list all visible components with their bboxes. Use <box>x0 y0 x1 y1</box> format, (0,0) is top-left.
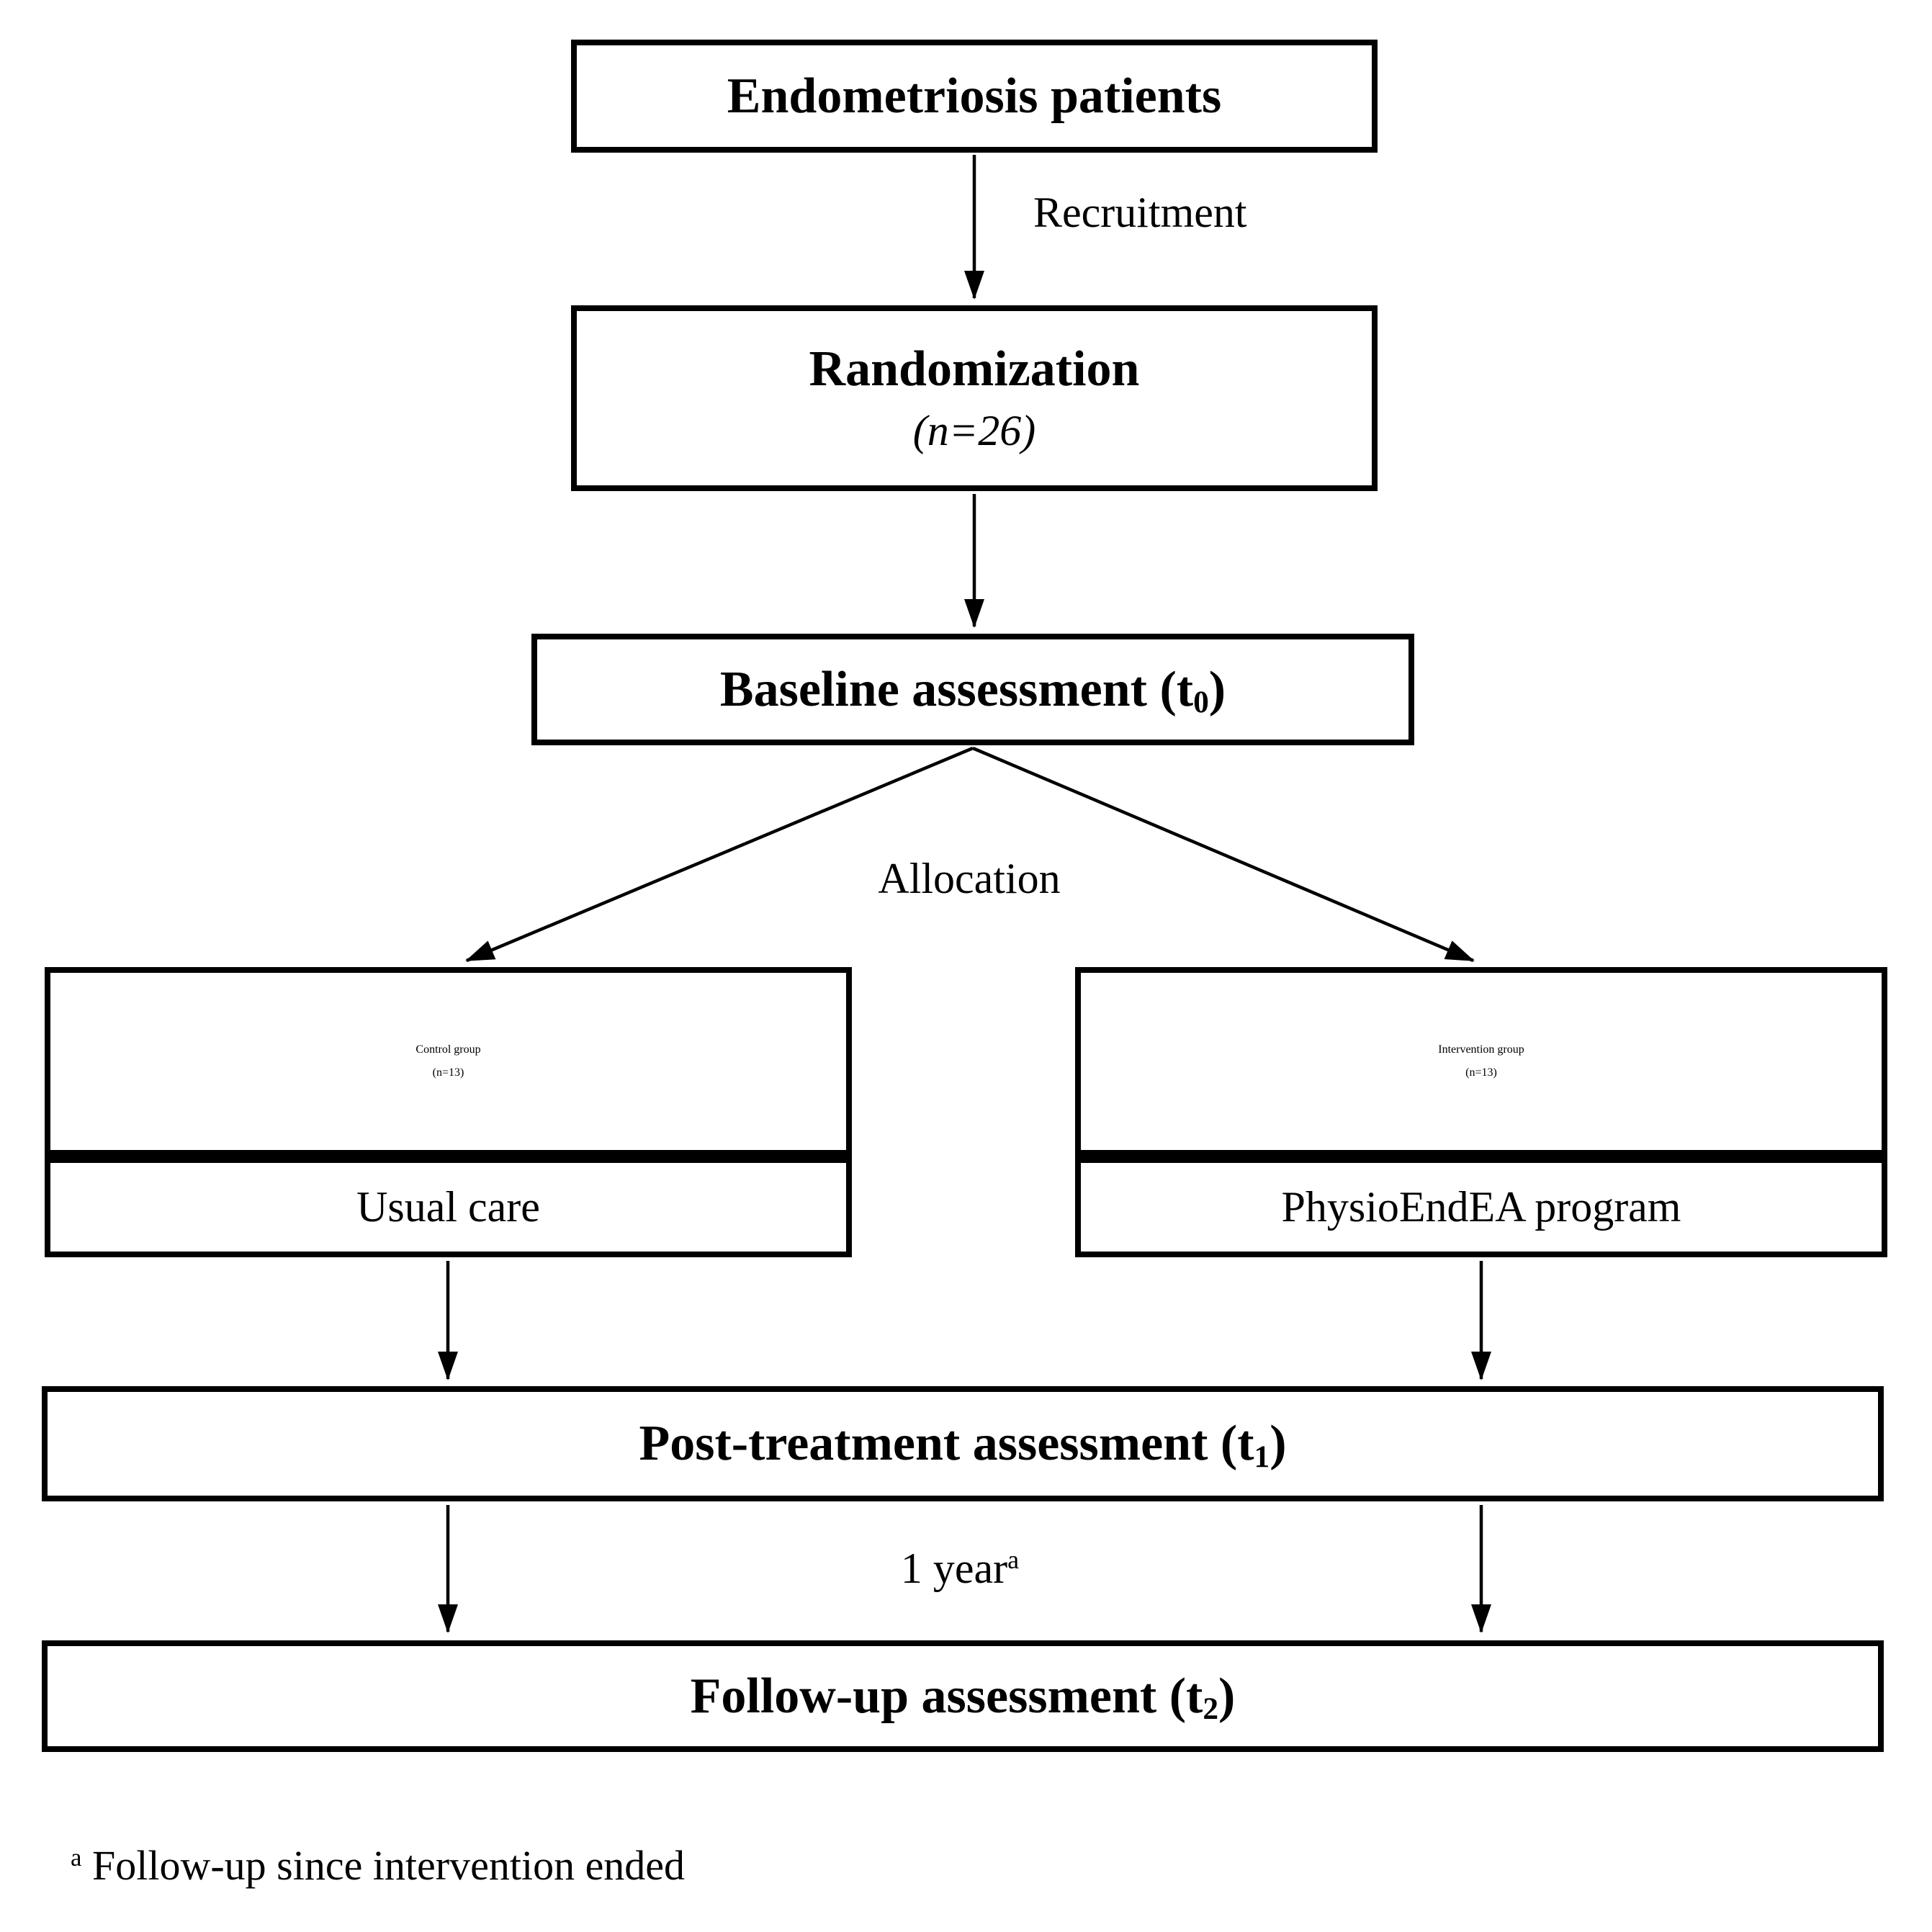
baseline-title-sub: 0 <box>1193 685 1209 720</box>
baseline-assessment-title: Baseline assessment (t0) <box>719 661 1226 720</box>
recruitment-label: Recruitment <box>1033 189 1247 236</box>
post-treatment-title-sub: 1 <box>1254 1439 1270 1474</box>
baseline-title-prefix: Baseline assessment (t <box>719 661 1194 717</box>
node-follow-up-assessment: Follow-up assessment (t2) <box>42 1640 1884 1752</box>
node-post-treatment-assessment: Post-treatment assessment (t1) <box>42 1386 1884 1501</box>
footnote: a Follow-up since intervention ended <box>71 1841 685 1891</box>
control-group-treatment: Usual care <box>356 1183 540 1231</box>
control-group-divider <box>50 1150 846 1163</box>
follow-up-title-prefix: Follow-up assessment (t <box>690 1668 1203 1724</box>
one-year-text: 1 year <box>900 1545 1008 1592</box>
footnote-text: Follow-up since intervention ended <box>81 1842 686 1889</box>
post-treatment-assessment-title: Post-treatment assessment (t1) <box>639 1416 1287 1472</box>
endometriosis-patients-title: Endometriosis patients <box>727 68 1222 124</box>
post-treatment-title-suffix: ) <box>1270 1416 1287 1472</box>
intervention-group-title: Intervention group <box>1438 1043 1524 1056</box>
follow-up-title-suffix: ) <box>1218 1668 1236 1724</box>
control-group-header: Control group (n=13) <box>50 973 846 1150</box>
node-randomization: Randomization (n=26) <box>571 305 1378 491</box>
follow-up-title-sub: 2 <box>1203 1691 1219 1727</box>
intervention-group-treatment-row: PhysioEndEA program <box>1081 1163 1882 1252</box>
allocation-label: Allocation <box>878 855 1061 902</box>
randomization-count: (n=26) <box>912 407 1036 455</box>
control-group-treatment-row: Usual care <box>50 1163 846 1252</box>
node-baseline-assessment: Baseline assessment (t0) <box>531 634 1414 745</box>
intervention-group-count: (n=13) <box>1465 1066 1497 1079</box>
intervention-group-divider <box>1081 1150 1882 1163</box>
baseline-title-suffix: ) <box>1208 661 1226 717</box>
one-year-label: 1 yeara <box>901 1545 1019 1592</box>
control-group-title: Control group <box>415 1043 481 1056</box>
one-year-superscript: a <box>1007 1545 1020 1575</box>
intervention-group-header: Intervention group (n=13) <box>1081 973 1882 1150</box>
randomization-title: Randomization <box>809 341 1140 397</box>
post-treatment-title-prefix: Post-treatment assessment (t <box>639 1416 1254 1472</box>
intervention-group-treatment: PhysioEndEA program <box>1281 1183 1681 1231</box>
node-control-group: Control group (n=13) Usual care <box>45 967 852 1257</box>
control-group-count: (n=13) <box>432 1066 464 1079</box>
node-endometriosis-patients: Endometriosis patients <box>571 40 1378 153</box>
footnote-superscript: a <box>71 1843 82 1872</box>
follow-up-assessment-title: Follow-up assessment (t2) <box>690 1668 1236 1727</box>
node-intervention-group: Intervention group (n=13) PhysioEndEA pr… <box>1075 967 1887 1257</box>
